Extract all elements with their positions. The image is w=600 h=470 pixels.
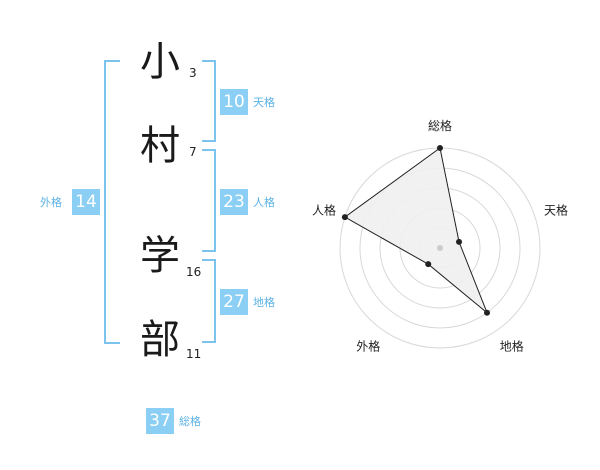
radar-axis-label: 外格 (356, 339, 380, 354)
radar-axis-label: 人格 (312, 202, 336, 217)
radar-point-3 (484, 309, 491, 316)
stroke-count-1: 3 (189, 66, 197, 80)
name-char-2: 村 (140, 123, 180, 169)
jinkaku-label: 人格 (253, 196, 275, 209)
soukaku-value: 37 (146, 408, 174, 434)
radar-point-2 (456, 238, 463, 245)
chikaku-value: 27 (220, 289, 248, 315)
jinkaku-value: 23 (220, 189, 248, 215)
radar-axis-label: 総格 (428, 118, 452, 133)
gaikaku-value: 14 (72, 189, 100, 215)
radar-data-polygon (343, 147, 488, 314)
name-char-1: 小 (140, 39, 180, 85)
radar-axis-label: 地格 (500, 339, 524, 354)
radar-point-5 (341, 214, 348, 221)
tenkaku-bracket (202, 60, 216, 142)
chikaku-bracket (202, 259, 216, 343)
radar-axis-label: 天格 (544, 202, 568, 217)
radar-center-dot (437, 245, 443, 251)
name-char-3: 学 (140, 233, 180, 279)
radar-point-4 (425, 261, 432, 268)
gaikaku-label: 外格 (40, 196, 62, 209)
soukaku-label: 総格 (179, 415, 201, 428)
tenkaku-label: 天格 (253, 96, 275, 109)
stroke-count-3: 16 (186, 265, 202, 279)
gaikaku-bracket (104, 60, 120, 344)
stroke-count-2: 7 (189, 145, 197, 159)
chikaku-label: 地格 (253, 296, 275, 309)
name-char-4: 部 (140, 317, 180, 363)
stroke-count-4: 11 (186, 347, 202, 361)
radar-point-1 (437, 145, 443, 151)
jinkaku-bracket (202, 149, 216, 252)
tenkaku-value: 10 (220, 89, 248, 115)
